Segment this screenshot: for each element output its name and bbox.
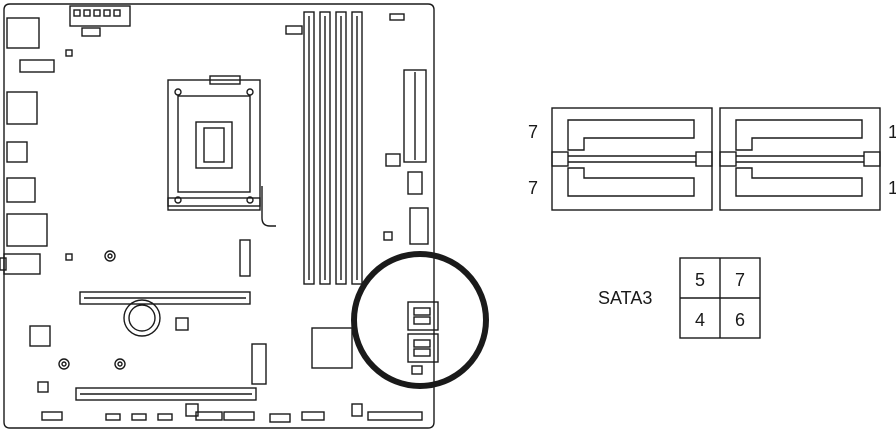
sata-port-cell: 7 xyxy=(735,270,745,290)
sata-connector-right xyxy=(719,107,881,211)
screw-holes xyxy=(58,250,126,370)
pin-label-top-left: 7 xyxy=(528,122,538,142)
sata-port-cell: 5 xyxy=(695,270,705,290)
sata-port-cell: 6 xyxy=(735,310,745,330)
motherboard xyxy=(0,3,439,429)
sata-connector-left xyxy=(551,107,713,211)
cpu-power-connector xyxy=(69,5,131,37)
rear-io-panel xyxy=(0,17,48,275)
bottom-headers xyxy=(41,403,423,423)
sata-table-label: SATA3 xyxy=(598,288,652,308)
board-sata-ports xyxy=(407,301,439,375)
sata-connector-illustration xyxy=(551,107,881,211)
cpu-socket xyxy=(167,75,276,227)
cmos-battery xyxy=(123,299,161,337)
memory-slots xyxy=(285,11,363,285)
pcie-slots xyxy=(75,291,257,401)
sata-port-table: 5 7 4 6 xyxy=(679,257,761,339)
board-outline xyxy=(3,3,435,429)
pin-label-top-right: 1 xyxy=(888,122,896,142)
pin-label-bottom-right: 1 xyxy=(888,178,896,198)
pin-label-bottom-left: 7 xyxy=(528,178,538,198)
sata-port-cell: 4 xyxy=(695,310,705,330)
sata-highlight-circle xyxy=(351,251,489,389)
atx-power-connector xyxy=(389,13,427,163)
